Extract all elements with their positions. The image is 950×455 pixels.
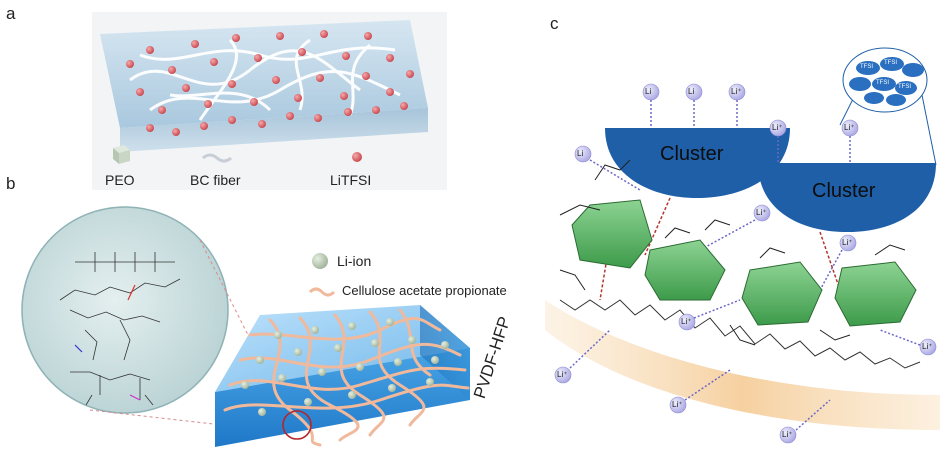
polymer-backbone bbox=[559, 299, 921, 369]
litfsi-particles bbox=[126, 30, 414, 136]
li-plus-label-4: Li⁺ bbox=[772, 123, 783, 132]
ring-bond-lines bbox=[559, 159, 906, 346]
cap-legend-fiber-icon bbox=[308, 287, 336, 297]
li-plus-label-9: Li⁺ bbox=[681, 317, 692, 326]
tfsi-label-2: TFSI bbox=[884, 60, 897, 66]
li-ion-balls bbox=[554, 83, 937, 444]
li-plus-label-11: Li⁺ bbox=[557, 370, 568, 379]
cluster-right-shape bbox=[758, 163, 936, 232]
bc-fibers bbox=[129, 38, 401, 121]
panel-label-c: c bbox=[550, 14, 559, 33]
highlight-circle bbox=[282, 410, 312, 440]
li-plus-label-5: Li⁺ bbox=[844, 123, 855, 132]
chemical-structure-sketch bbox=[59, 252, 181, 406]
pvdf-hfp-chain-band bbox=[545, 300, 940, 430]
coordination-links bbox=[569, 100, 921, 431]
litfsi-legend-bead-icon bbox=[352, 152, 362, 162]
cap-fibers bbox=[223, 308, 470, 447]
legend-peo-label: PEO bbox=[105, 172, 135, 188]
pvdf-hfp-block-side bbox=[420, 305, 470, 400]
li-ion-legend-sphere-icon bbox=[312, 253, 328, 269]
li-label-1: Li bbox=[645, 87, 652, 96]
cluster-left-shape bbox=[605, 128, 790, 198]
panel-label-b: b bbox=[6, 174, 16, 193]
bc-fiber-legend-icon bbox=[202, 153, 232, 163]
li-ion-spheres bbox=[241, 318, 449, 416]
li-plus-label-13: Li⁺ bbox=[782, 430, 793, 439]
cluster-right-label: Cluster bbox=[812, 180, 876, 202]
li-plus-label-10: Li⁺ bbox=[922, 342, 933, 351]
legend-cap-label: Cellulose acetate propionate bbox=[342, 283, 507, 298]
li-plus-label-8: Li⁺ bbox=[842, 238, 853, 247]
membrane-top-face bbox=[100, 20, 428, 128]
li-plus-label-7: Li⁺ bbox=[756, 208, 767, 217]
tfsi-label-4: TFSI bbox=[898, 84, 911, 90]
li-label-2: Li bbox=[688, 87, 695, 96]
legend-li-ion-label: Li-ion bbox=[337, 253, 372, 269]
tfsi-label-3: TFSI bbox=[876, 80, 889, 86]
tfsi-label-1: TFSI bbox=[860, 64, 873, 70]
legend-litfsi-label: LiTFSI bbox=[330, 172, 372, 188]
membrane-front-face bbox=[120, 108, 428, 152]
zoomed-structure-circle bbox=[21, 206, 229, 414]
peo-legend-cube-icon bbox=[113, 145, 130, 164]
cluster-left-label: Cluster bbox=[660, 143, 724, 165]
li-label-6: Li bbox=[577, 149, 584, 158]
panel-label-a: a bbox=[6, 4, 16, 23]
legend-bc-fiber-label: BC fiber bbox=[190, 172, 241, 188]
tfsi-clusters bbox=[849, 57, 924, 106]
li-plus-label-3: Li⁺ bbox=[731, 87, 742, 96]
cellulose-rings bbox=[571, 199, 917, 327]
li-plus-label-12: Li⁺ bbox=[672, 400, 683, 409]
